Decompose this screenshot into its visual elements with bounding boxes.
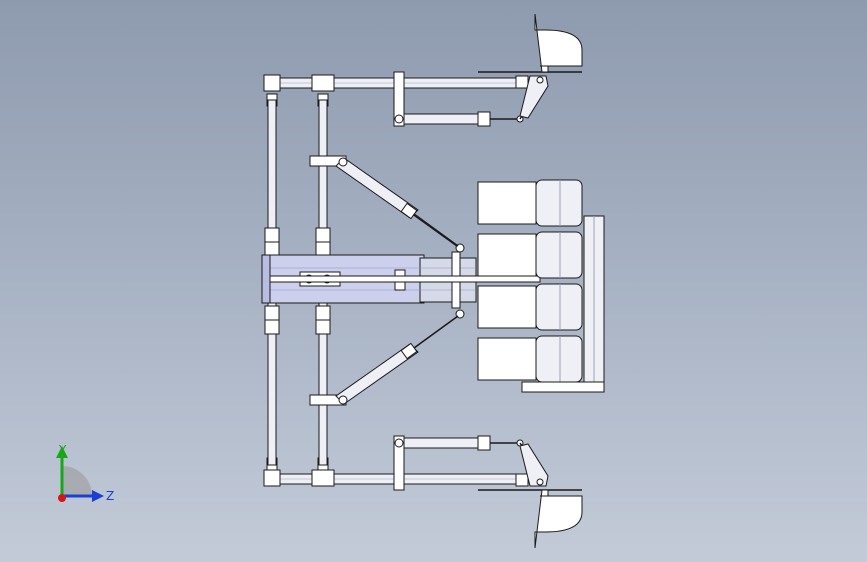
upper-diagonal-strut[interactable] bbox=[335, 157, 465, 253]
tool-module-4[interactable] bbox=[477, 335, 583, 383]
z-axis-label: Z bbox=[106, 489, 114, 503]
orientation-triad: Y Z bbox=[56, 443, 114, 503]
z-axis-arrowhead bbox=[92, 490, 104, 502]
post-clamps[interactable] bbox=[264, 155, 347, 406]
center-shaft[interactable] bbox=[269, 275, 541, 283]
triad-plane-shade bbox=[62, 466, 92, 496]
x-axis-origin-marker bbox=[58, 494, 66, 502]
y-axis-label: Y bbox=[58, 443, 67, 457]
y-axis-arrowhead bbox=[56, 446, 68, 458]
tool-module-3[interactable] bbox=[477, 283, 583, 331]
tool-backing-plate[interactable] bbox=[521, 215, 605, 393]
tool-module-2[interactable] bbox=[477, 231, 583, 279]
lower-tool-arm[interactable] bbox=[478, 443, 582, 491]
tool-module-1[interactable] bbox=[477, 179, 583, 227]
top-frame-tube[interactable] bbox=[267, 77, 519, 89]
lower-scoop[interactable] bbox=[534, 489, 583, 549]
upper-scoop[interactable] bbox=[534, 13, 583, 73]
upper-tool-arm[interactable] bbox=[478, 71, 582, 119]
bottom-frame-tube[interactable] bbox=[267, 473, 519, 485]
lower-diagonal-strut[interactable] bbox=[335, 309, 465, 405]
